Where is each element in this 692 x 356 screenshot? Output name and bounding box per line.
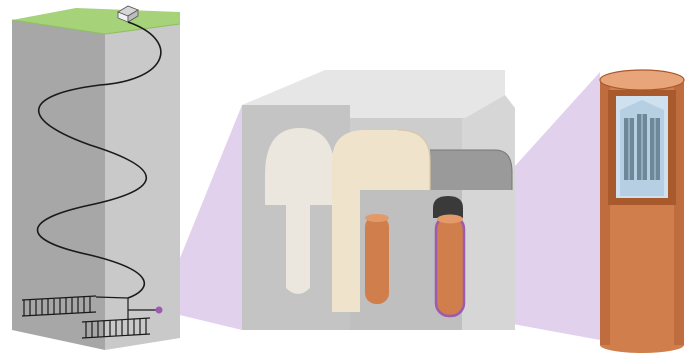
vault-side-face bbox=[462, 95, 515, 330]
disposal-vault bbox=[242, 70, 515, 330]
horizontal-tunnel bbox=[430, 150, 512, 190]
highlight-marker bbox=[156, 307, 163, 314]
rock-side-face bbox=[105, 24, 180, 350]
bedrock-column bbox=[12, 6, 180, 350]
canister-bottom bbox=[600, 337, 684, 353]
canister-rim bbox=[600, 70, 684, 90]
rock-front-face bbox=[12, 20, 105, 350]
copper-canister-middle bbox=[365, 214, 389, 304]
copper-canister-highlighted bbox=[436, 215, 464, 317]
waste-canister bbox=[600, 70, 684, 353]
